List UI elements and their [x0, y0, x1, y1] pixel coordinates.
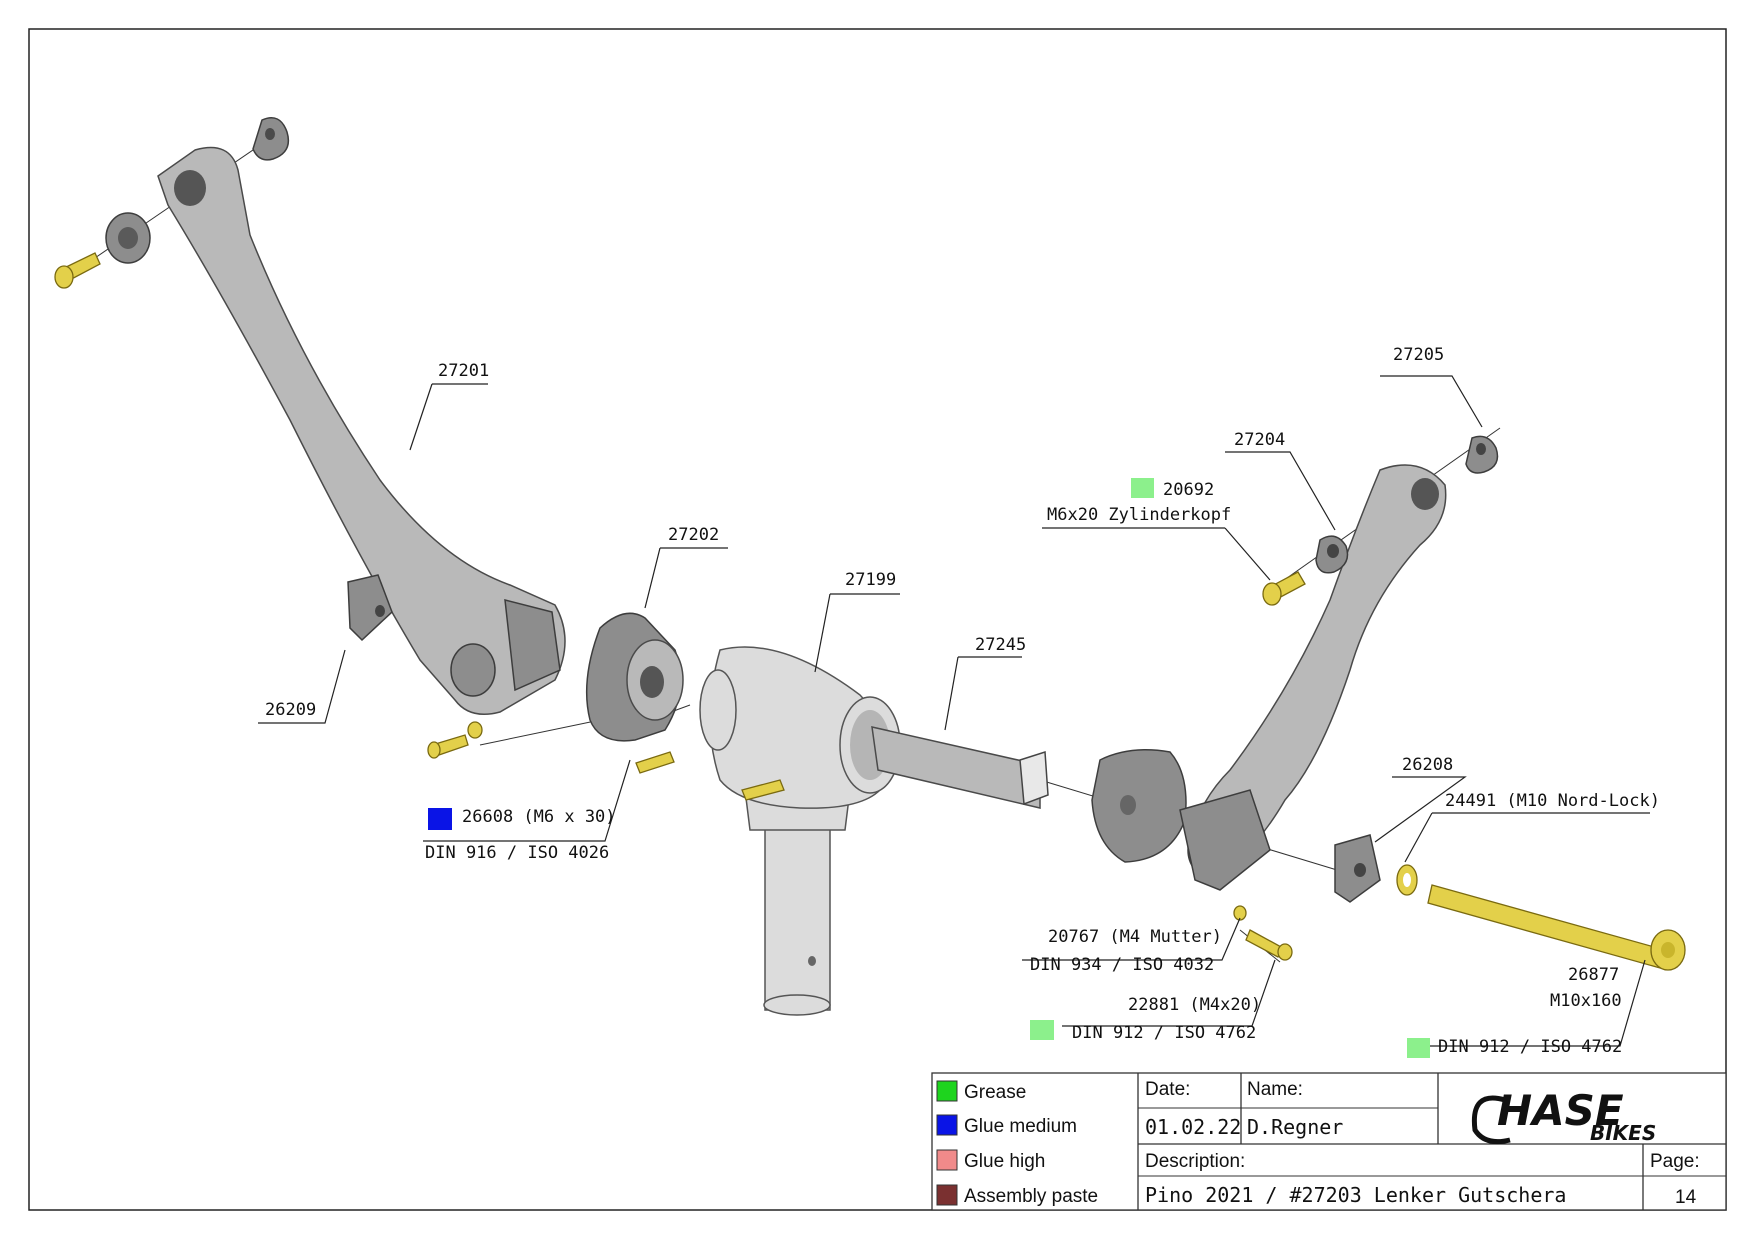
callout-20767: 20767 (M4 Mutter)	[1048, 927, 1222, 947]
description-label: Description:	[1145, 1151, 1245, 1172]
legend-label-grease: Grease	[964, 1082, 1026, 1103]
grease-marker-22881	[1030, 1020, 1054, 1040]
date-value: 01.02.22	[1145, 1115, 1241, 1139]
callout-27199: 27199	[845, 570, 896, 590]
glue-medium-marker-26608	[428, 808, 452, 830]
name-label: Name:	[1247, 1079, 1303, 1100]
callout-20692-description: M6x20 Zylinderkopf	[1047, 505, 1231, 525]
legend-swatch-assembly-paste	[936, 1184, 958, 1206]
m4x20-bolt	[1245, 929, 1293, 961]
central-stem	[699, 646, 901, 1016]
left-clamp-pad	[347, 574, 393, 642]
grease-marker-20692	[1131, 478, 1154, 498]
right-handlebar-arm	[1179, 464, 1447, 891]
callout-26608-standard: DIN 916 / ISO 4026	[425, 843, 609, 863]
callout-26208: 26208	[1402, 755, 1453, 775]
callout-27204: 27204	[1234, 430, 1285, 450]
sheet-border	[28, 28, 1727, 1211]
legend-label-assembly-paste: Assembly paste	[964, 1186, 1098, 1207]
legend-swatch-grease	[936, 1080, 958, 1102]
grub-screw-left	[635, 751, 675, 774]
long-bolt-m10x160	[1427, 884, 1686, 971]
callout-20767-standard: DIN 934 / ISO 4032	[1030, 955, 1214, 975]
date-label: Date:	[1145, 1079, 1190, 1100]
name-value: D.Regner	[1247, 1115, 1343, 1139]
legend-label-glue-medium: Glue medium	[964, 1116, 1077, 1137]
left-end-cap	[252, 117, 290, 161]
callout-26877-standard: DIN 912 / ISO 4762	[1438, 1037, 1622, 1057]
grease-marker-26877	[1407, 1038, 1430, 1058]
description-value: Pino 2021 / #27203 Lenker Gutschera	[1145, 1183, 1566, 1207]
square-tube	[871, 726, 1049, 809]
legend-swatch-glue-high	[936, 1149, 958, 1171]
hase-bikes-logo: HASE BIKES	[1471, 1086, 1656, 1145]
callout-24491: 24491 (M10 Nord-Lock)	[1445, 791, 1660, 811]
page-number: 14	[1675, 1187, 1697, 1208]
legend: Grease Glue medium Glue high Assembly pa…	[936, 1080, 1098, 1207]
callout-27202: 27202	[668, 525, 719, 545]
page-label: Page:	[1650, 1151, 1700, 1172]
right-clamp-ring	[1091, 749, 1187, 863]
callout-26877: 26877	[1568, 965, 1619, 985]
title-block	[931, 1072, 1727, 1211]
callout-20692: 20692	[1163, 480, 1214, 500]
callout-22881: 22881 (M4x20)	[1128, 995, 1261, 1015]
right-clamp-pad	[1334, 834, 1381, 903]
left-handlebar-arm	[157, 146, 566, 715]
left-spacer-washer	[105, 212, 151, 264]
legend-swatch-glue-medium	[936, 1114, 958, 1136]
left-bolt-m6	[54, 252, 101, 289]
callout-27205: 27205	[1393, 345, 1444, 365]
left-small-bolt	[427, 721, 483, 759]
nord-lock-washer	[1396, 864, 1418, 896]
logo-bikes: BIKES	[1590, 1121, 1656, 1145]
left-clamp-ring	[585, 612, 684, 742]
callout-26608: 26608 (M6 x 30)	[462, 807, 616, 827]
callout-27245: 27245	[975, 635, 1026, 655]
m4-nut	[1233, 905, 1247, 921]
right-spacer-washer	[1315, 535, 1349, 574]
grub-screw-center	[741, 779, 785, 801]
callout-26877-size: M10x160	[1550, 991, 1622, 1011]
callout-27201: 27201	[438, 361, 489, 381]
right-bolt-m6	[1262, 571, 1306, 606]
right-end-cap	[1465, 435, 1499, 474]
legend-label-glue-high: Glue high	[964, 1151, 1045, 1172]
leader-lines	[258, 375, 1650, 1047]
logo-hase: HASE	[1497, 1086, 1624, 1135]
callout-26209: 26209	[265, 700, 316, 720]
callout-22881-standard: DIN 912 / ISO 4762	[1072, 1023, 1256, 1043]
